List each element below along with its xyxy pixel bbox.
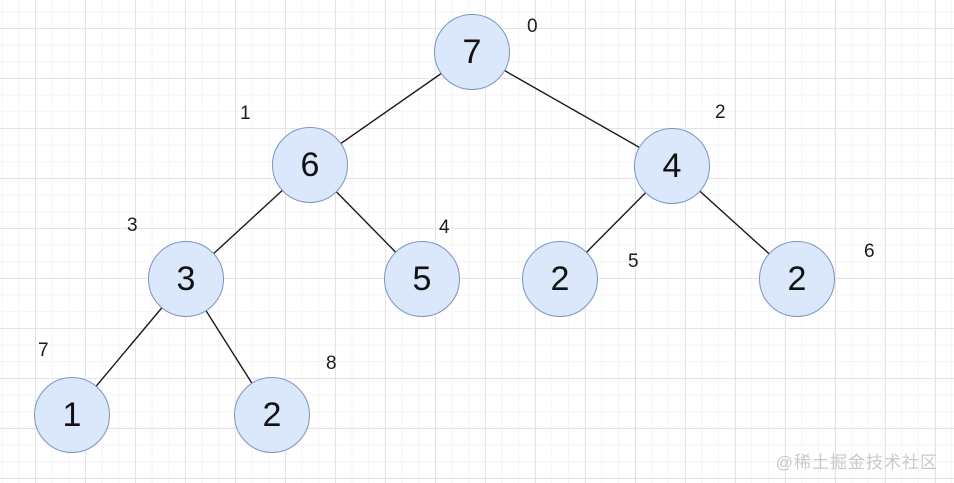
index-label-4: 4 (439, 217, 450, 238)
tree-node-6: 2 (759, 241, 835, 317)
tree-node-2: 4 (634, 128, 710, 204)
watermark-text: @稀土掘金技术社区 (775, 453, 938, 472)
index-label-2: 2 (715, 102, 726, 123)
index-label-6: 6 (864, 241, 875, 262)
index-label-5: 5 (628, 251, 639, 272)
tree-node-5: 2 (522, 241, 598, 317)
tree-node-7: 1 (34, 377, 110, 453)
index-label-7: 7 (38, 340, 49, 361)
tree-node-3: 3 (148, 241, 224, 317)
tree-node-1: 6 (272, 127, 348, 203)
index-label-8: 8 (326, 353, 337, 374)
index-label-1: 1 (240, 103, 251, 124)
index-label-0: 0 (527, 16, 538, 37)
tree-node-8: 2 (234, 377, 310, 453)
tree-node-4: 5 (384, 241, 460, 317)
index-label-3: 3 (127, 215, 138, 236)
tree-node-0: 7 (434, 14, 510, 90)
